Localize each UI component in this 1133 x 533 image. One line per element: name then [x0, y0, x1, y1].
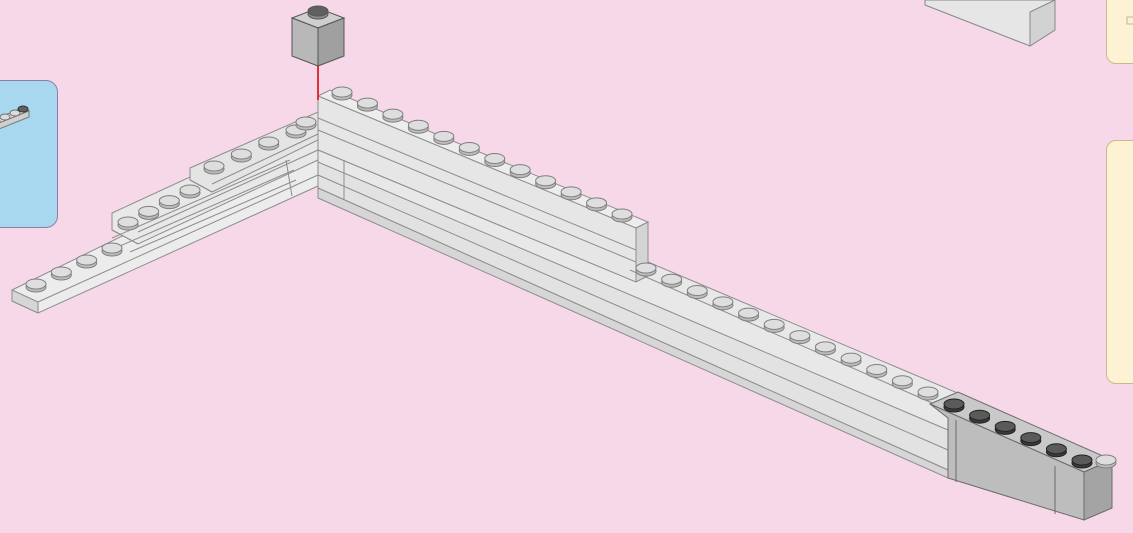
- main-wall-stud: [815, 342, 835, 355]
- main-wall-stud: [434, 131, 454, 144]
- main-wall-stud: [918, 387, 938, 400]
- dark-plate-stud: [1021, 433, 1041, 446]
- left-wing-stud: [296, 117, 316, 130]
- main-wall-stud: [587, 198, 607, 211]
- main-wall-stud: [408, 120, 428, 133]
- dark-plate-stud: [1072, 455, 1092, 468]
- main-wall-stud: [739, 308, 759, 321]
- left-wing-stud: [259, 137, 279, 150]
- dark-plate-stud: [1046, 444, 1066, 457]
- main-wall-stud: [459, 142, 479, 155]
- main-wall-stud: [561, 187, 581, 200]
- main-wall-stud: [383, 109, 403, 122]
- left-wing-stud: [51, 267, 71, 280]
- dark-plate-stud: [944, 399, 964, 412]
- main-wall-stud: [485, 154, 505, 167]
- left-wing-stud: [180, 185, 200, 198]
- main-wall-stud: [612, 209, 632, 222]
- left-wing-stud: [231, 149, 251, 162]
- main-wall-stud: [636, 263, 656, 276]
- main-wall-stud: [867, 364, 887, 377]
- main-wall-stud: [790, 331, 810, 344]
- left-wing-stud: [139, 206, 159, 219]
- left-wing-stud: [204, 161, 224, 174]
- main-wall: [318, 90, 960, 478]
- main-wall-stud: [536, 176, 556, 189]
- left-wing-stud: [77, 255, 97, 268]
- left-wing-stud: [118, 217, 138, 230]
- left-wing-stud: [102, 243, 122, 256]
- previous-step-bricks: [925, 0, 1055, 46]
- new-brick-1x1: [292, 6, 344, 66]
- dark-plate-stud: [1096, 455, 1116, 468]
- main-wall-stud: [713, 297, 733, 310]
- left-wing-stud: [26, 279, 46, 292]
- dark-plate-stud: [970, 410, 990, 423]
- left-wing-stud: [159, 196, 179, 209]
- main-wall-stud: [332, 87, 352, 100]
- main-wall-stud: [764, 319, 784, 332]
- dark-plate-stud: [995, 421, 1015, 434]
- main-wall-stud: [841, 353, 861, 366]
- main-wall-stud: [687, 286, 707, 299]
- main-wall-stud: [662, 274, 682, 287]
- main-wall-stud: [892, 376, 912, 389]
- main-wall-stud: [357, 98, 377, 111]
- main-wall-stud: [510, 165, 530, 178]
